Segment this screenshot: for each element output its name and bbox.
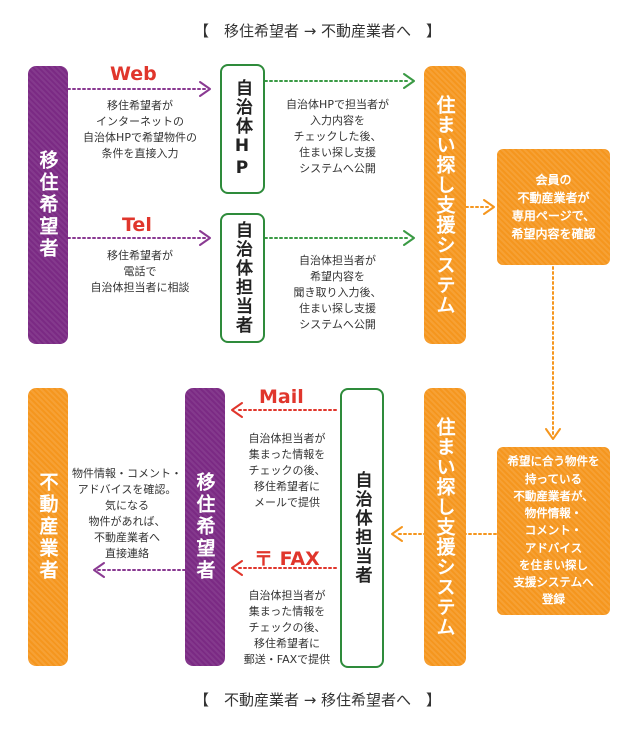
municipal-staff-box-bottom: 自治体担当者 <box>340 388 384 668</box>
applicant-bar-bottom: 移住希望者 <box>185 388 225 666</box>
municipal-staff-label-bottom: 自治体担当者 <box>351 471 372 585</box>
note-staff-top: 自治体担当者が 希望内容を 聞き取り入力後、 住まい探し支援 システムへ公開 <box>293 254 382 331</box>
system-label-top: 住まい探し支援システム <box>433 95 456 315</box>
note-fax: 自治体担当者が 集まった情報を チェックの後、 移住希望者に 郵送・FAXで提供 <box>243 589 331 666</box>
system-bar-top: 住まい探し支援システム <box>424 66 466 344</box>
realtor-label: 不動産業者 <box>36 472 59 582</box>
applicant-bar-top: 移住希望者 <box>28 66 68 344</box>
realtor-bar: 不動産業者 <box>28 388 68 666</box>
channel-tel-label: Tel <box>122 214 152 236</box>
applicant-label-bottom: 移住希望者 <box>193 472 216 582</box>
municipal-staff-box-top: 自治体担当者 <box>220 213 265 343</box>
member-realtor-box: 会員の 不動産業者が 専用ページで、 希望内容を確認 <box>497 149 610 265</box>
note-tel: 移住希望者が 電話で 自治体担当者に相談 <box>90 249 190 294</box>
note-web: 移住希望者が インターネットの 自治体HPで希望物件の 条件を直接入力 <box>83 99 197 160</box>
note-realtor: 物件情報・コメント・ アドバイスを確認。 気になる 物件があれば、 不動産業者へ… <box>72 467 182 560</box>
matching-realtor-box: 希望に合う物件を 持っている 不動産業者が、 物件情報・ コメント・ アドバイス… <box>497 447 610 615</box>
channel-web-label: Web <box>110 63 157 85</box>
municipal-staff-label-top: 自治体担当者 <box>232 221 252 335</box>
municipal-hp-box: 自治体HP <box>220 64 265 194</box>
system-bar-bottom: 住まい探し支援システム <box>424 388 466 666</box>
note-mail: 自治体担当者が 集まった情報を チェックの後、 移住希望者に メールで提供 <box>248 432 326 509</box>
system-label-bottom: 住まい探し支援システム <box>433 417 456 637</box>
channel-mail-label: Mail <box>259 386 304 408</box>
municipal-hp-label: 自治体HP <box>232 78 252 180</box>
top-section-title: 【 移住希望者 → 不動産業者へ 】 <box>193 22 442 40</box>
channel-fax-label: 〒 FAX <box>254 548 320 570</box>
note-hp: 自治体HPで担当者が 入力内容を チェックした後、 住まい探し支援 システムへ公… <box>286 98 389 175</box>
applicant-label-top: 移住希望者 <box>36 150 59 260</box>
bottom-section-title: 【 不動産業者 → 移住希望者へ 】 <box>193 691 442 709</box>
